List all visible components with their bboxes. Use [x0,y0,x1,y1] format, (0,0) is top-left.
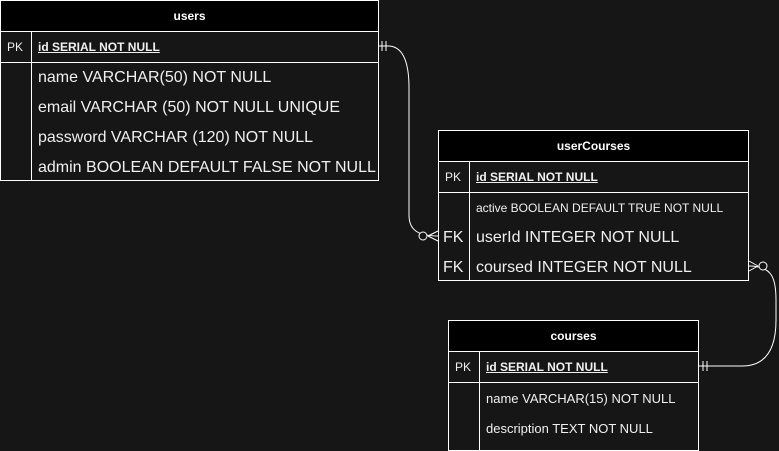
table-title: users [1,1,378,32]
table-title: courses [449,321,698,352]
table-row[interactable]: description TEXT NOT NULL [449,413,698,443]
field-label: active BOOLEAN DEFAULT TRUE NOT NULL [476,201,724,215]
field-label: id SERIAL NOT NULL [38,40,160,54]
pk-label: PK [445,170,462,184]
field-label: userId INTEGER NOT NULL [476,229,680,246]
table-row[interactable]: name VARCHAR(50) NOT NULL [1,63,378,93]
fk-label: FK [443,229,464,246]
table-row[interactable]: PK id SERIAL NOT NULL [1,32,378,63]
courses-usercourses-link [698,265,777,367]
users-usercourses-link [379,45,439,237]
table-row[interactable]: PK id SERIAL NOT NULL [449,352,698,383]
field-label: password VARCHAR (120) NOT NULL [38,129,314,146]
field-label: name VARCHAR(50) NOT NULL [38,69,272,86]
usercourses-table[interactable]: userCourses PK id SERIAL NOT NULL active… [438,130,749,281]
table-row[interactable]: active BOOLEAN DEFAULT TRUE NOT NULL [439,193,748,223]
users-table[interactable]: users PK id SERIAL NOT NULL name VARCHAR… [0,0,379,181]
pk-label: PK [455,360,472,374]
table-title: userCourses [439,131,748,162]
field-label: name VARCHAR(15) NOT NULL [486,390,676,406]
field-label: admin BOOLEAN DEFAULT FALSE NOT NULL [38,159,376,176]
zero-marker [758,261,768,271]
zero-marker [418,231,428,241]
pk-label: PK [7,40,24,54]
table-row[interactable]: password VARCHAR (120) NOT NULL [1,123,378,153]
table-row[interactable]: FK coursed INTEGER NOT NULL [439,253,748,283]
many-marker [748,265,759,272]
table-row[interactable]: name VARCHAR(15) NOT NULL [449,383,698,413]
field-label: email VARCHAR (50) NOT NULL UNIQUE [38,99,340,116]
field-label: coursed INTEGER NOT NULL [476,259,692,276]
many-marker [748,260,759,267]
field-label: id SERIAL NOT NULL [486,360,608,374]
field-label: description TEXT NOT NULL [486,420,653,436]
table-row[interactable]: PK id SERIAL NOT NULL [439,162,748,193]
field-label: id SERIAL NOT NULL [476,170,598,184]
many-marker [427,235,439,242]
fk-label: FK [443,259,464,276]
many-marker [427,230,439,237]
table-row[interactable]: admin BOOLEAN DEFAULT FALSE NOT NULL [1,153,378,183]
table-row[interactable]: FK userId INTEGER NOT NULL [439,223,748,253]
courses-table[interactable]: courses PK id SERIAL NOT NULL name VARCH… [448,320,699,451]
table-row[interactable]: email VARCHAR (50) NOT NULL UNIQUE [1,93,378,123]
